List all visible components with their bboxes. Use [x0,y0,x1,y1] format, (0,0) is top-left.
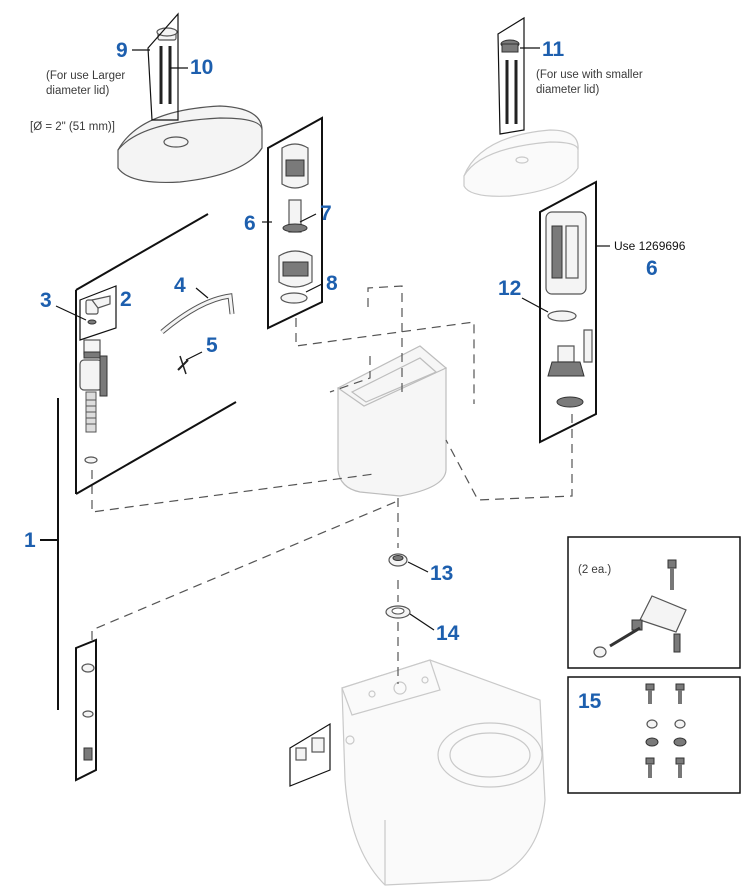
note-smaller-lid-line2: diameter lid) [536,84,599,96]
callout-14: 14 [436,622,460,645]
flush-valve-cap [281,143,309,189]
tank-lid-large [117,105,263,184]
callout-2: 2 [120,288,132,311]
flush-valve-stem [282,199,308,233]
toilet-bowl [341,659,546,886]
fill-valve [79,339,108,464]
callout-9: 9 [116,39,128,62]
callout-11: 11 [542,38,565,61]
leader-4 [195,287,209,299]
callout-6-center: 6 [244,212,256,235]
tank-seal-13-inner [392,555,404,561]
bracket-tank-bolts [75,638,97,782]
toilet-tank [336,345,448,497]
clip [177,355,189,375]
bracket-item-9 [147,12,179,121]
leader-8 [305,283,323,293]
right-valve-bracket [539,180,597,444]
callout-15: 15 [578,690,602,713]
note-use-part: Use 1269696 [614,239,686,253]
trip-lever [85,295,111,325]
note-smaller-lid-line1: (For use with smaller [536,69,643,81]
fill-valve-bracket [75,213,237,495]
flush-button-small [500,39,520,124]
tank-lid-small [463,129,579,197]
leader-5 [185,351,203,361]
leader-13 [407,561,429,573]
flush-button-large [156,27,178,104]
tank-bolt-hardware [81,663,95,761]
callout-7: 7 [320,202,332,225]
callout-5: 5 [206,334,218,357]
bolt-caps [295,737,325,761]
callout-13: 13 [430,562,453,585]
flush-valve-seal [280,292,308,304]
assembly-guides [91,285,573,684]
note-two-each: (2 ea.) [578,564,611,576]
callout-8: 8 [326,272,338,295]
hardware-box-15 [567,676,741,794]
leader-7 [299,213,317,223]
hardware-2ea-parts [593,559,687,658]
note-larger-lid-line1: (For use Larger [46,70,125,82]
right-flush-valve [545,211,593,408]
bracket-item-2 [79,285,117,341]
bracket-item-11 [497,16,525,135]
bracket-bolt-caps [289,722,331,787]
gasket-14-inner [391,607,405,615]
hardware-15-parts [645,683,687,778]
flush-valve-bracket [267,116,323,330]
callout-6-right: 6 [646,257,658,280]
callout-12: 12 [498,277,521,300]
callout-1: 1 [24,529,36,552]
callout-4: 4 [174,274,186,297]
callout-3: 3 [40,289,52,312]
leader-14 [409,613,435,631]
callout-10: 10 [190,56,213,79]
refill-tube [160,293,235,334]
leader-12 [521,297,549,313]
note-diameter: [Ø = 2" (51 mm)] [30,121,115,133]
leader-3 [55,305,87,321]
note-larger-lid-line2: diameter lid) [46,85,109,97]
hardware-box-2ea [567,536,741,669]
flush-valve-cage [278,250,313,288]
